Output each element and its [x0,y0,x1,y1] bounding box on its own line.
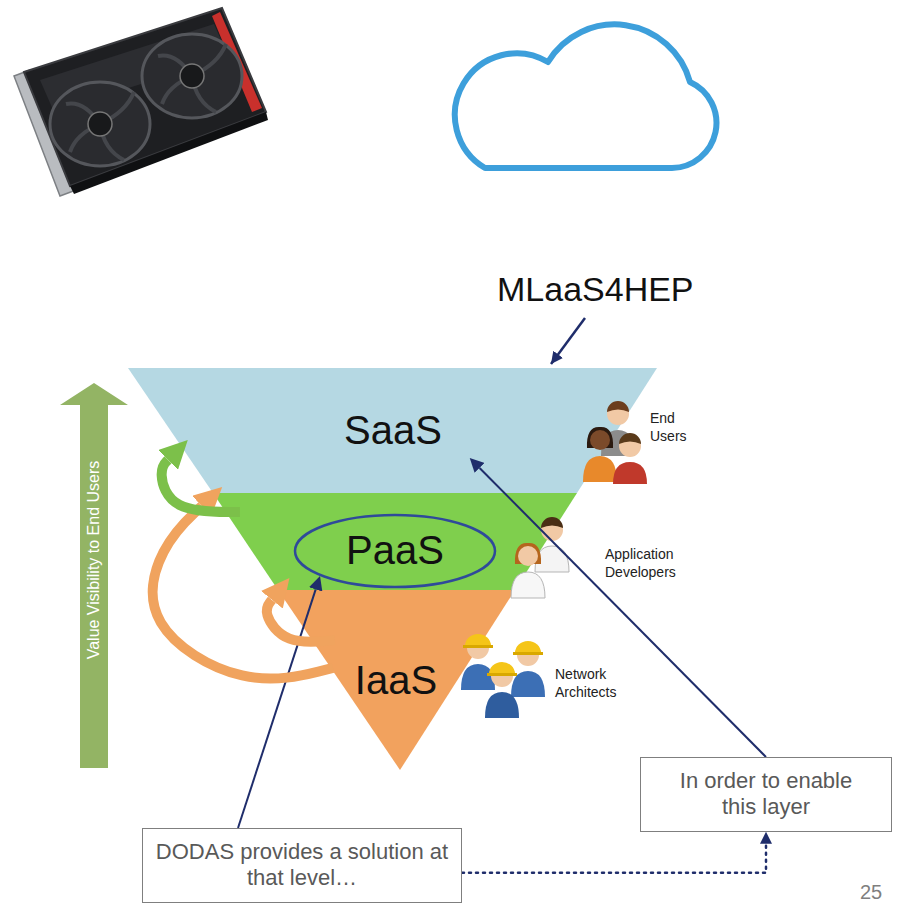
value-arrow [60,383,128,768]
leader-line [551,318,585,364]
layer-name: PaaS [346,530,444,570]
axis-label: Value Visibility to End Users [84,461,104,660]
paas-band: PaaS [213,493,577,590]
callout-text: In order to enable this layer [674,768,858,821]
callout-box: In order to enable this layer [640,757,892,832]
layer-name: IaaS [355,660,437,700]
gpu-card [14,8,268,196]
connector-arrow [480,468,766,757]
iaas-band: IaaS [278,590,515,770]
layer-highlight-ellipse [295,515,495,587]
layer-name: SaaS [344,410,442,450]
role-label: Network Architects [555,666,640,701]
band-fill [278,590,515,770]
service-name: MLaaS4HEP [497,268,694,311]
architects-icon [461,634,545,718]
callout-box: DODAS provides a solution at that level… [142,828,462,903]
role-label: Application Developers [605,546,700,581]
saas-band: SaaS [128,368,657,493]
band-fill [128,368,657,493]
callout-text: DODAS provides a solution at that level… [153,839,451,892]
page-number: 25 [860,880,882,905]
connector-arrow [462,844,766,873]
cloud-icon [455,24,717,168]
band-fill [213,493,577,590]
role-label: End Users [650,410,700,445]
